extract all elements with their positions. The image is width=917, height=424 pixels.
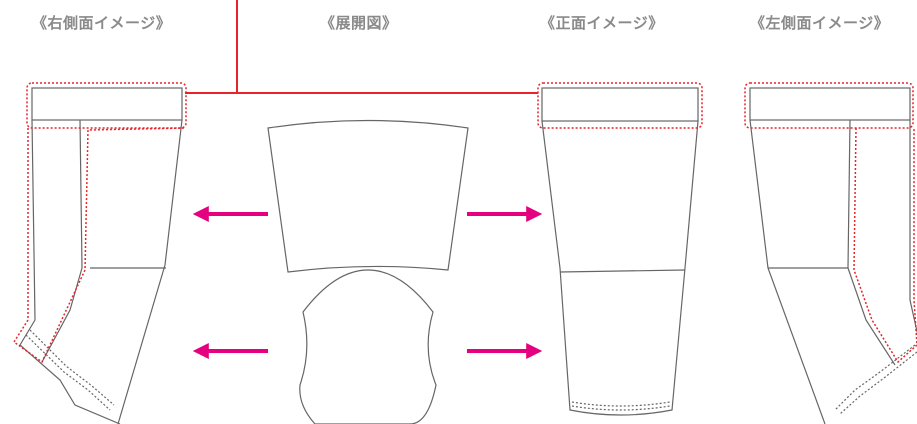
- front-view: [541, 87, 699, 416]
- stitch-line: [834, 344, 916, 411]
- upper-panel: [267, 119, 469, 273]
- panel-seam: [847, 119, 851, 269]
- hem-stitch: [571, 405, 671, 411]
- title-right-side-image: 《右側面イメージ》: [32, 14, 172, 32]
- stitch-line: [29, 329, 115, 406]
- back-outline: [749, 119, 826, 424]
- highlight-outline-right: [12, 82, 187, 364]
- cuff-band: [541, 87, 699, 122]
- left-side-view: [749, 87, 917, 424]
- stitch-line: [839, 351, 917, 415]
- stitch-line: [25, 334, 111, 411]
- back-outline: [117, 119, 183, 424]
- lower-panel: [299, 269, 437, 424]
- front-outline: [19, 119, 121, 424]
- leg-outline: [541, 120, 699, 416]
- hem-stitch: [571, 401, 671, 407]
- cuff-band: [749, 87, 911, 121]
- cuff-band: [31, 87, 183, 121]
- side-seam: [41, 267, 83, 363]
- panel-seam: [79, 119, 83, 269]
- title-front-image: 《正面イメージ》: [540, 14, 664, 32]
- highlight-outline-front: [537, 82, 703, 129]
- development-pattern: [267, 119, 469, 424]
- arrows: [192, 206, 543, 359]
- title-development-view: 《展開図》: [320, 14, 398, 32]
- title-left-side-image: 《左側面イメージ》: [750, 14, 890, 32]
- highlight-outline-left: [744, 82, 917, 364]
- knee-seam: [559, 269, 686, 273]
- callout-connector: [185, 0, 538, 94]
- right-side-view: [19, 87, 183, 424]
- side-seam: [847, 267, 896, 366]
